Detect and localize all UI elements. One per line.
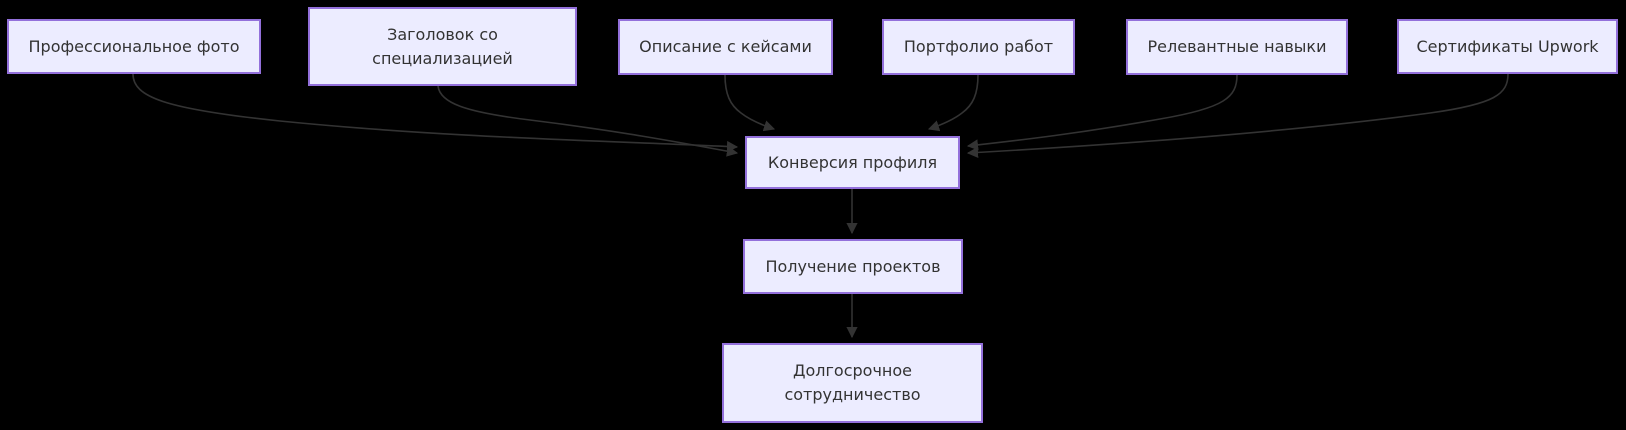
node-specialization-headline-label: Заголовок со специализацией [372, 24, 513, 68]
node-getting-projects-label: Получение проектов [765, 256, 941, 276]
node-upwork-certificates-label: Сертификаты Upwork [1416, 36, 1599, 56]
node-portfolio-label: Портфолио работ [903, 37, 1054, 56]
node-longterm-cooperation-label: Долгосрочное сотрудничество [784, 361, 921, 404]
edge-skills-to-conversion [966, 74, 1238, 151]
node-professional-photo: Профессиональное фото [7, 19, 261, 74]
node-profile-conversion-label: Конверсия профиля [767, 152, 938, 172]
edge-certificates-to-conversion [966, 73, 1509, 159]
edge-portfolio-to-conversion [927, 74, 979, 132]
node-description-with-cases-label: Описание с кейсами [639, 37, 812, 56]
node-relevant-skills: Релевантные навыки [1126, 19, 1348, 75]
node-upwork-certificates: Сертификаты Upwork [1397, 19, 1618, 74]
node-specialization-headline: Заголовок со специализацией [308, 7, 577, 86]
edge-cases-to-conversion [724, 74, 776, 132]
node-profile-conversion: Конверсия профиля [745, 136, 960, 189]
edge-photo-to-conversion [132, 73, 739, 153]
node-professional-photo-label: Профессиональное фото [28, 36, 240, 56]
edge-headline-to-conversion [437, 85, 739, 157]
node-getting-projects: Получение проектов [743, 239, 963, 294]
node-longterm-cooperation: Долгосрочное сотрудничество [722, 343, 983, 423]
node-portfolio: Портфолио работ [882, 19, 1075, 75]
node-description-with-cases: Описание с кейсами [618, 19, 833, 75]
node-relevant-skills-label: Релевантные навыки [1147, 37, 1327, 56]
